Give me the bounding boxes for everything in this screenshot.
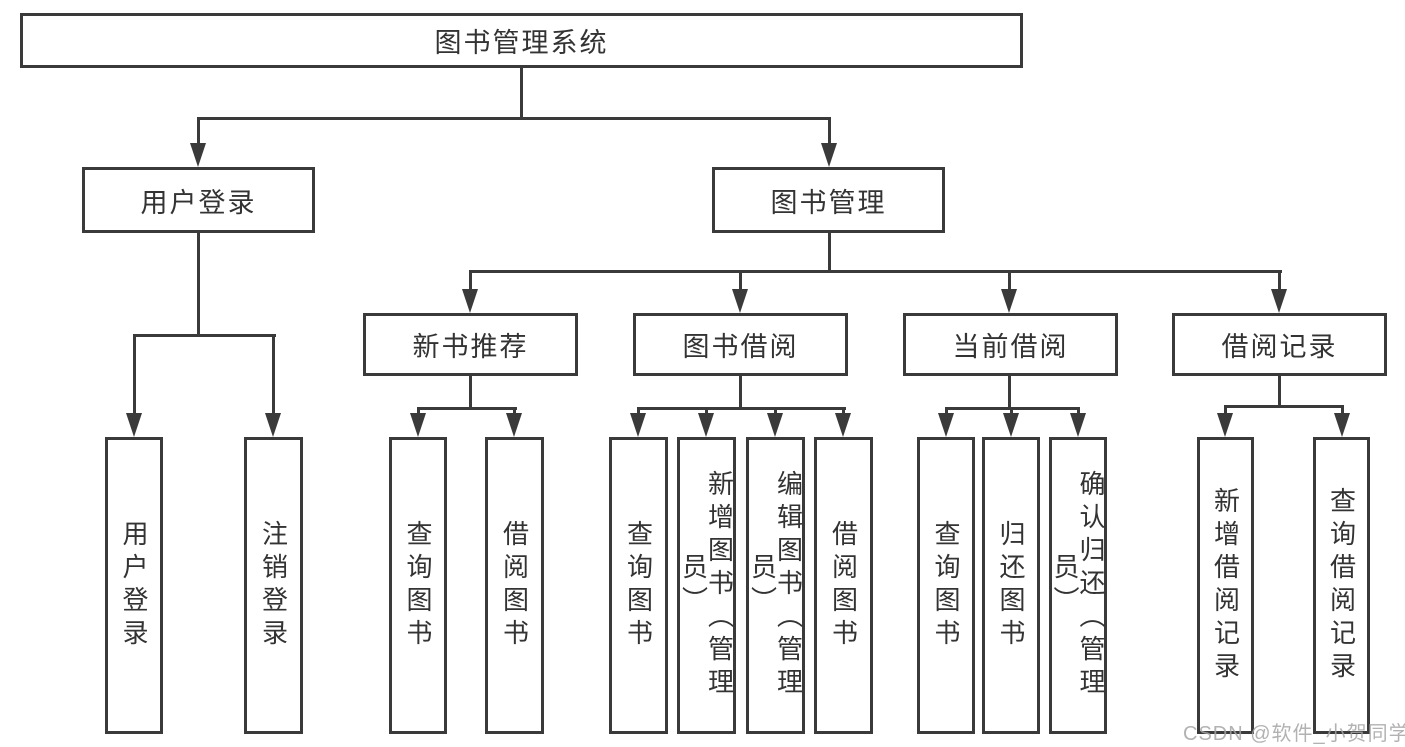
connector-line: [739, 270, 742, 293]
leaf-borrow-book-1: 借阅图书: [485, 437, 544, 734]
node-label: 注销登录: [258, 519, 289, 652]
arrow-down-icon: [767, 413, 783, 437]
connector-line: [520, 68, 523, 119]
arrow-down-icon: [732, 289, 748, 313]
arrow-down-icon: [1271, 289, 1287, 313]
node-label: 图书管理系统: [434, 28, 609, 58]
connector-line: [1008, 270, 1011, 293]
leaf-return-book: 归还图书: [982, 437, 1040, 734]
connector-line: [637, 407, 640, 417]
node-borrow-records: 借阅记录: [1172, 313, 1387, 376]
connector-line: [1077, 407, 1080, 417]
connector-line: [272, 334, 275, 417]
arrow-down-icon: [821, 143, 837, 167]
connector-line: [1278, 270, 1281, 293]
connector-line: [197, 117, 200, 147]
connector-line: [1224, 405, 1344, 408]
connector-line: [1278, 376, 1281, 408]
node-label: 查询图书: [403, 519, 433, 652]
node-label: 查询图书: [623, 519, 654, 652]
node-label: 归还图书: [996, 519, 1026, 652]
node-label: 当前借阅: [952, 332, 1069, 362]
connector-line: [945, 407, 948, 417]
arrow-down-icon: [630, 413, 646, 437]
node-user-login: 用户登录: [82, 167, 315, 233]
leaf-confirm-return-admin: 确认归还（管理员）: [1049, 437, 1107, 734]
node-label: 图书借阅: [682, 332, 799, 362]
leaf-query-book-2: 查询图书: [609, 437, 668, 734]
arrow-down-icon: [1070, 413, 1086, 437]
connector-line: [469, 270, 472, 293]
node-label: 图书管理: [770, 187, 887, 218]
connector-line: [469, 270, 1282, 273]
connector-line: [828, 117, 831, 147]
connector-line: [133, 334, 276, 337]
connector-line: [513, 407, 516, 417]
connector-line: [774, 407, 777, 417]
node-book-management: 图书管理: [712, 167, 945, 233]
leaf-add-borrow-record: 新增借阅记录: [1197, 437, 1254, 734]
arrow-down-icon: [265, 413, 281, 437]
node-label: 借阅图书: [499, 519, 530, 652]
leaf-user-login: 用户登录: [105, 437, 163, 734]
node-label: 用户登录: [140, 187, 257, 218]
connector-line: [1008, 376, 1011, 410]
node-library-management-system: 图书管理系统: [20, 13, 1023, 68]
connector-line: [469, 376, 472, 410]
arrow-down-icon: [698, 413, 714, 437]
arrow-down-icon: [462, 289, 478, 313]
connector-line: [197, 233, 200, 337]
node-label: 用户登录: [119, 519, 149, 652]
node-label: 查询图书: [931, 519, 961, 652]
arrow-down-icon: [410, 413, 426, 437]
leaf-logout: 注销登录: [244, 437, 303, 734]
arrow-down-icon: [938, 413, 954, 437]
arrow-down-icon: [1217, 413, 1233, 437]
arrow-down-icon: [835, 413, 851, 437]
arrow-down-icon: [1001, 289, 1017, 313]
connector-line: [1224, 405, 1227, 417]
leaf-add-book-admin: 新增图书（管理员）: [677, 437, 736, 734]
connector-line: [739, 376, 742, 410]
arrow-down-icon: [190, 143, 206, 167]
node-book-borrow: 图书借阅: [633, 313, 848, 376]
connector-line: [705, 407, 708, 417]
leaf-query-book-1: 查询图书: [389, 437, 447, 734]
node-label: 编辑图书（管理员）: [747, 470, 804, 701]
connector-line: [417, 407, 420, 417]
leaf-query-book-3: 查询图书: [917, 437, 975, 734]
arrow-down-icon: [126, 413, 142, 437]
leaf-borrow-book-2: 借阅图书: [814, 437, 873, 734]
csdn-watermark: CSDN @软件_小贺同学: [1183, 723, 1405, 745]
arrow-down-icon: [1003, 413, 1019, 437]
node-label: 借阅记录: [1221, 332, 1338, 362]
leaf-edit-book-admin: 编辑图书（管理员）: [746, 437, 805, 734]
node-label: 新书推荐: [412, 332, 529, 362]
node-new-book-recommend: 新书推荐: [363, 313, 578, 376]
connector-line: [637, 407, 846, 410]
connector-line: [1341, 405, 1344, 417]
connector-line: [828, 233, 831, 273]
arrow-down-icon: [1334, 413, 1350, 437]
leaf-query-borrow-record: 查询借阅记录: [1313, 437, 1370, 734]
connector-line: [197, 117, 831, 120]
connector-line: [1010, 407, 1013, 417]
node-label: 新增图书（管理员）: [678, 470, 735, 701]
node-label: 查询借阅记录: [1326, 486, 1357, 685]
connector-line: [842, 407, 845, 417]
connector-line: [133, 334, 136, 417]
arrow-down-icon: [506, 413, 522, 437]
node-current-borrow: 当前借阅: [903, 313, 1118, 376]
node-label: 借阅图书: [828, 519, 859, 652]
node-label: 确认归还（管理员）: [1050, 470, 1106, 701]
connector-line: [417, 407, 517, 410]
node-label: 新增借阅记录: [1210, 486, 1241, 685]
